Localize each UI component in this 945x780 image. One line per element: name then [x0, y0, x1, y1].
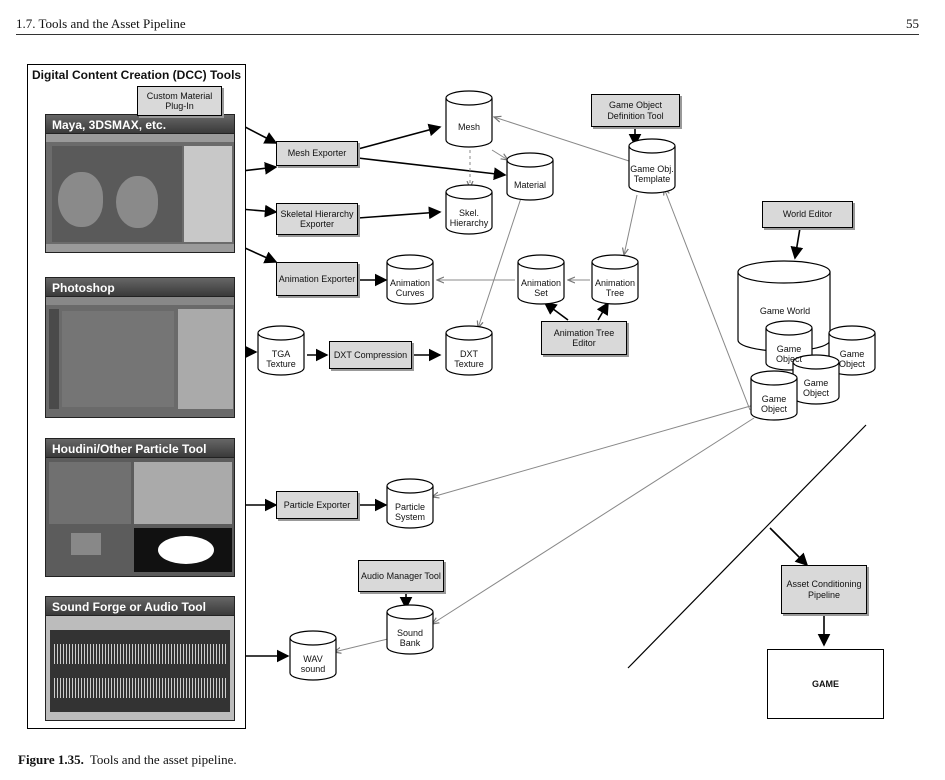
tool-houdini: Houdini/Other Particle Tool — [45, 438, 235, 577]
section-title: 1.7. Tools and the Asset Pipeline — [16, 16, 186, 31]
dxt-texture-store: DXT Texture — [454, 348, 484, 369]
game-object-store: Game Object — [838, 348, 865, 369]
sound-bank-store: Sound Bank — [396, 627, 424, 648]
particle-exporter-box: Particle Exporter — [276, 491, 358, 519]
particle-system-store: Particle System — [394, 501, 425, 522]
game-object-definition-tool-box: Game Object Definition Tool — [591, 94, 680, 127]
figure-caption: Figure 1.35. Tools and the asset pipeline… — [18, 752, 237, 768]
tool-photoshop: Photoshop — [45, 277, 235, 418]
audio-manager-box: Audio Manager Tool — [358, 560, 444, 592]
animation-exporter-box: Animation Exporter — [276, 262, 358, 296]
photoshop-screenshot — [45, 297, 235, 418]
game-object-store: Game Object — [802, 377, 829, 398]
wav-sound-store: WAV sound — [300, 653, 326, 674]
page-number: 55 — [906, 16, 919, 31]
tool-maya: Maya, 3DSMAX, etc. — [45, 114, 235, 253]
tool-sound-forge-title: Sound Forge or Audio Tool — [45, 596, 235, 616]
game-object-store: Game Object — [775, 343, 802, 364]
mesh-exporter-box: Mesh Exporter — [276, 141, 358, 166]
material-store: Material — [513, 179, 546, 190]
animation-set-store: Animation Set — [520, 277, 562, 298]
animation-tree-editor-box: Animation Tree Editor — [541, 321, 627, 355]
maya-screenshot — [45, 134, 235, 253]
sound-forge-screenshot — [45, 616, 235, 721]
game-world-store: Game World — [759, 305, 811, 316]
houdini-screenshot — [45, 458, 235, 577]
world-editor-box: World Editor — [762, 201, 853, 228]
skeletal-exporter-box: Skeletal Hierarchy Exporter — [276, 203, 358, 235]
tga-texture-store: TGA Texture — [266, 348, 296, 369]
tool-photoshop-title: Photoshop — [45, 277, 235, 297]
mesh-store: Mesh — [457, 121, 480, 132]
tool-maya-title: Maya, 3DSMAX, etc. — [45, 114, 235, 134]
asset-conditioning-pipeline-box: Asset Conditioning Pipeline — [781, 565, 867, 614]
game-obj-template-store: Game Obj. Template — [630, 163, 674, 184]
dcc-panel-title: Digital Content Creation (DCC) Tools — [32, 68, 242, 82]
game-object-store: Game Object — [760, 393, 787, 414]
dcc-tools-panel: Digital Content Creation (DCC) Tools May… — [27, 64, 246, 729]
custom-material-plugin-box: Custom Material Plug-In — [137, 86, 222, 116]
game-box: GAME — [767, 649, 884, 719]
running-header: 1.7. Tools and the Asset Pipeline 55 — [16, 10, 919, 35]
animation-curves-store: Animation Curves — [389, 277, 431, 298]
figure-caption-text: Tools and the asset pipeline. — [89, 752, 237, 767]
animation-tree-store: Animation Tree — [594, 277, 636, 298]
dxt-compression-box: DXT Compression — [329, 341, 412, 369]
tool-sound-forge: Sound Forge or Audio Tool — [45, 596, 235, 721]
figure-label: Figure 1.35. — [18, 752, 84, 767]
tool-houdini-title: Houdini/Other Particle Tool — [45, 438, 235, 458]
skel-hierarchy-store: Skel. Hierarchy — [449, 207, 489, 228]
